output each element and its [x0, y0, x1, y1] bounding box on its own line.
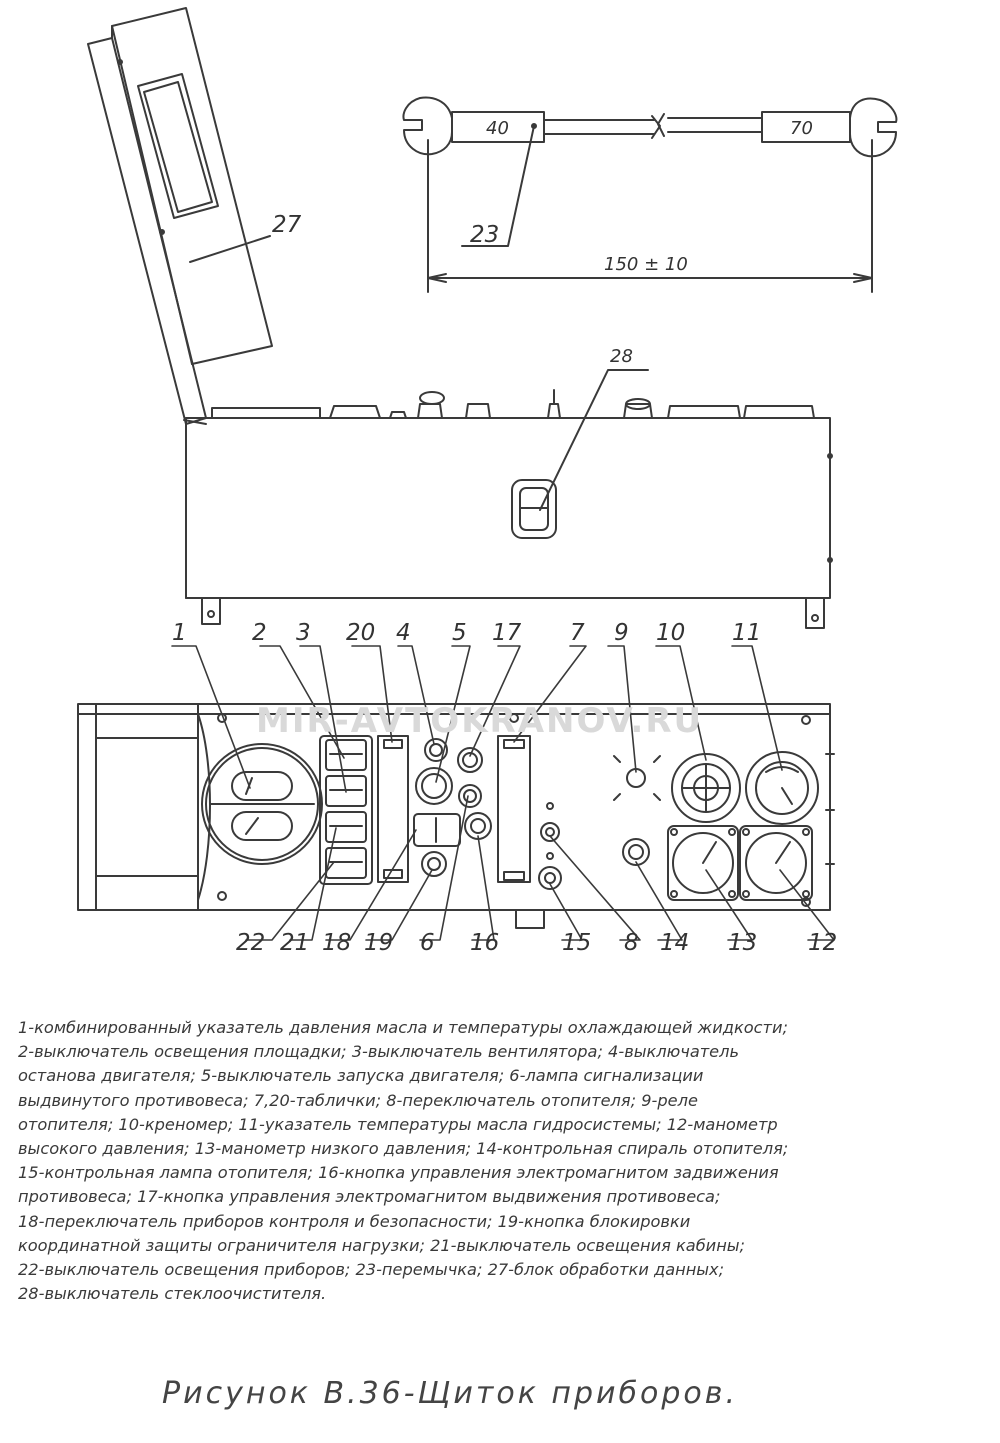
callout-5: 5: [452, 620, 467, 646]
legend-line: противовеса; 17-кнопка управления электр…: [18, 1187, 721, 1207]
callout-6: 6: [420, 930, 435, 956]
callout-4: 4: [396, 620, 411, 646]
jumper-left-tag: 40: [486, 118, 509, 139]
callout-10: 10: [656, 620, 685, 646]
callout-28: 28: [610, 346, 633, 367]
callout-19: 19: [364, 930, 393, 956]
callout-17: 17: [492, 620, 522, 646]
callout-12: 12: [808, 930, 837, 956]
legend-line: 1-комбинированный указатель давления мас…: [18, 1018, 788, 1037]
callout-leaders: [171, 645, 835, 941]
callout-2: 2: [252, 620, 267, 646]
callout-23: 23: [470, 222, 499, 248]
callout-7: 7: [570, 620, 585, 646]
callout-11: 11: [732, 620, 761, 646]
jumper-23: [402, 96, 898, 293]
jumper-dimension: 150 ± 10: [604, 254, 688, 275]
legend-line: 28-выключатель стеклоочистителя.: [18, 1284, 327, 1304]
callout-8: 8: [624, 930, 639, 956]
callout-18: 18: [322, 930, 351, 956]
instrument-panel-drawing: MIR-AVTOKRANOV.RU 40 70 150 ± 10 23 27 2…: [77, 7, 898, 956]
legend-line: 22-выключатель освещения приборов; 23-пе…: [18, 1260, 725, 1280]
callout-22: 22: [236, 930, 265, 956]
jumper-right-tag: 70: [790, 118, 813, 139]
legend-line: координатной защиты ограничителя нагрузк…: [18, 1235, 746, 1255]
legend-line: 15-контрольная лампа отопителя; 16-кнопк…: [18, 1163, 779, 1183]
legend-line: отопителя; 10-креномер; 11-указатель тем…: [18, 1114, 778, 1134]
legend-line: 18-переключатель приборов контроля и без…: [18, 1211, 691, 1231]
legend-line: 2-выключатель освещения площадки; 3-выкл…: [18, 1042, 740, 1062]
lid-27: [87, 7, 273, 425]
callout-13: 13: [728, 930, 757, 956]
callout-27: 27: [272, 212, 302, 238]
callout-20: 20: [346, 620, 375, 646]
callout-16: 16: [470, 930, 499, 956]
callout-1: 1: [172, 620, 187, 646]
legend-line: высокого давления; 13-манометр низкого д…: [18, 1139, 789, 1159]
legend-line: останова двигателя; 5-выключатель запуск…: [18, 1066, 704, 1086]
front-panel-view: [77, 703, 835, 929]
legend-line: выдвинутого противовеса; 7,20-таблички; …: [18, 1090, 698, 1110]
callout-15: 15: [562, 930, 591, 956]
callout-9: 9: [614, 620, 629, 646]
legend: 1-комбинированный указатель давления мас…: [18, 1016, 983, 1306]
box-side-view: [185, 369, 833, 629]
watermark: MIR-AVTOKRANOV.RU: [256, 701, 703, 741]
callout-14: 14: [660, 930, 689, 956]
callout-21: 21: [280, 930, 309, 956]
callout-3: 3: [296, 620, 311, 646]
figure-caption: Рисунок В.36-Щиток приборов.: [162, 1376, 738, 1411]
